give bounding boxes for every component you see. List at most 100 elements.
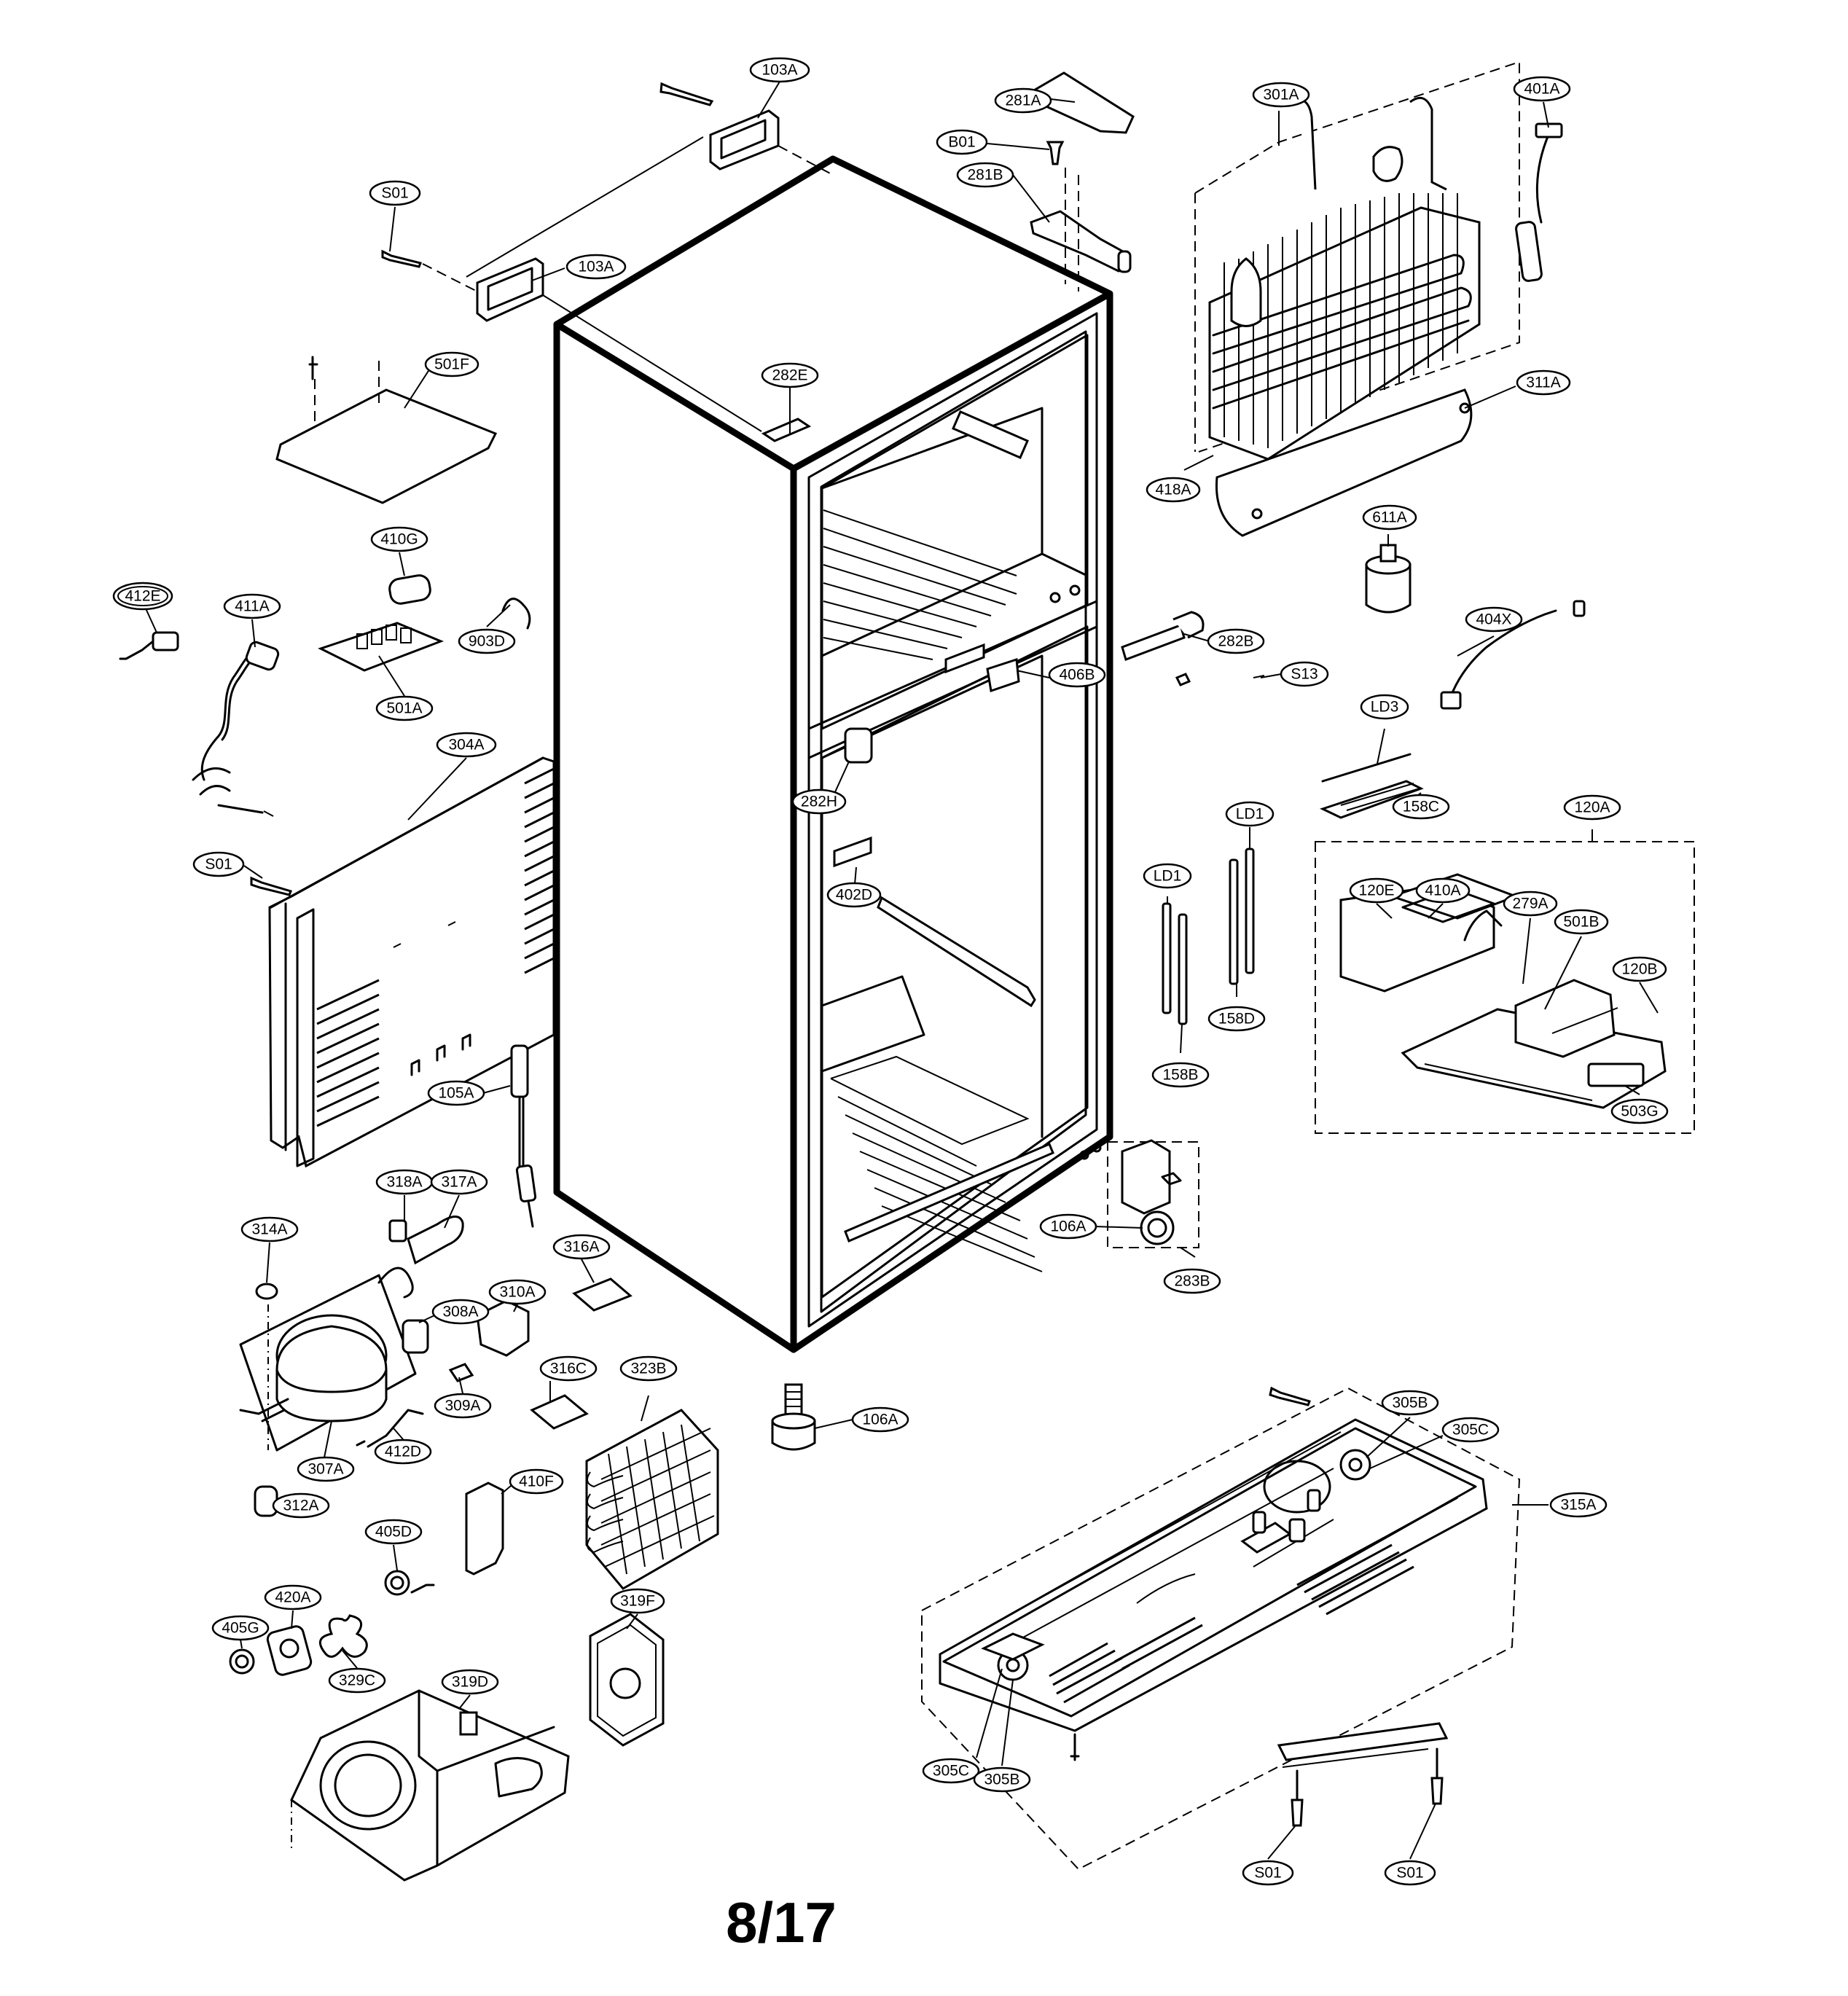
led-strip-158d [1229, 858, 1239, 985]
callout-311a: 311A [1516, 369, 1571, 396]
leveling-foot [771, 1383, 816, 1451]
svg-text:S01: S01 [381, 185, 408, 202]
callout-305b-top: 305B [1381, 1390, 1439, 1416]
callout-304a: 304A [436, 732, 497, 758]
callout-s13: S13 [1280, 661, 1329, 687]
svg-text:410G: 410G [380, 531, 418, 548]
callout-305c-bottom: 305C [922, 1758, 980, 1784]
led-strip-ld1-right [1245, 848, 1255, 974]
callout-158b: 158B [1151, 1062, 1210, 1088]
center-hinge-282b [1121, 611, 1265, 686]
callout-ld3: LD3 [1360, 694, 1409, 720]
svg-text:S13: S13 [1291, 666, 1318, 683]
lower-hinge-283b [1107, 1139, 1199, 1248]
leader-lines [145, 81, 1659, 1860]
screw-b01 [1046, 141, 1065, 165]
svg-text:314A: 314A [251, 1221, 287, 1238]
callout-412d: 412D [374, 1439, 432, 1465]
svg-text:279A: 279A [1512, 896, 1548, 912]
svg-text:410F: 410F [519, 1473, 554, 1490]
pad-316c [530, 1394, 589, 1430]
callout-410a: 410A [1415, 877, 1471, 904]
wire-903d [501, 598, 531, 630]
svg-text:281B: 281B [967, 167, 1003, 184]
harness-410f [465, 1482, 504, 1576]
svg-text:309A: 309A [445, 1398, 480, 1414]
sensor-401a [1535, 133, 1550, 224]
shroud-319d [290, 1689, 570, 1882]
svg-text:305B: 305B [1392, 1395, 1428, 1412]
svg-text:405D: 405D [375, 1524, 412, 1541]
svg-text:305B: 305B [984, 1772, 1019, 1788]
svg-text:308A: 308A [442, 1304, 478, 1320]
power-cord [192, 641, 280, 817]
svg-text:316A: 316A [563, 1239, 599, 1256]
svg-text:305C: 305C [933, 1763, 969, 1780]
callout-308a: 308A [431, 1299, 490, 1325]
switch-box [833, 836, 872, 868]
callout-406b: 406B [1048, 662, 1106, 688]
callout-s01-bottom-right: S01 [1384, 1860, 1436, 1886]
svg-text:323B: 323B [630, 1361, 666, 1377]
svg-text:S01: S01 [205, 856, 232, 873]
svg-text:319D: 319D [452, 1674, 488, 1691]
svg-text:LD3: LD3 [1371, 699, 1399, 716]
led-cover-158c [1319, 780, 1424, 819]
overload-317a [407, 1216, 464, 1265]
connector-412e [152, 631, 179, 651]
svg-text:LD1: LD1 [1236, 806, 1264, 823]
callout-410f: 410F [509, 1468, 564, 1495]
callout-158c: 158C [1392, 794, 1450, 820]
callout-ld1-left: LD1 [1143, 863, 1192, 889]
compressor [239, 1267, 417, 1452]
callout-s01-top: S01 [369, 180, 421, 206]
svg-text:503G: 503G [1621, 1103, 1658, 1120]
callout-283b: 283B [1163, 1268, 1221, 1294]
callout-319f: 319F [610, 1588, 665, 1614]
pad-316a [572, 1277, 633, 1312]
callout-323b: 323B [619, 1355, 678, 1382]
led-strip-158b [1162, 902, 1172, 1014]
svg-text:412D: 412D [385, 1444, 421, 1460]
pcb-cover [275, 388, 498, 504]
callout-103a: 103A [565, 254, 627, 280]
callout-405d: 405D [364, 1519, 423, 1545]
callout-315a: 315A [1549, 1492, 1608, 1518]
svg-text:329C: 329C [339, 1672, 375, 1689]
callout-282e: 282E [761, 362, 819, 388]
callout-410g: 410G [370, 526, 428, 552]
callout-b01: B01 [936, 129, 988, 155]
svg-text:316C: 316C [550, 1361, 587, 1377]
callout-611a: 611A [1362, 504, 1417, 531]
grommet-312a [254, 1485, 278, 1517]
svg-text:103A: 103A [578, 259, 614, 275]
callout-418a: 418A [1146, 477, 1201, 503]
svg-text:501B: 501B [1563, 914, 1599, 931]
callout-329c: 329C [328, 1667, 386, 1694]
rubber-mount-305b-top [1339, 1449, 1371, 1481]
grommet-405g [229, 1648, 255, 1675]
svg-text:282B: 282B [1218, 633, 1253, 650]
svg-text:B01: B01 [948, 134, 975, 151]
page-number: 8/17 [726, 1890, 837, 1954]
callout-402d: 402D [826, 882, 882, 908]
callout-105a: 105A [427, 1080, 485, 1106]
callout-120a: 120A [1563, 794, 1621, 821]
callout-106a-right: 106A [1039, 1213, 1097, 1240]
relay-309a [448, 1363, 474, 1382]
svg-text:283B: 283B [1174, 1273, 1210, 1290]
left-parts-group [119, 356, 1199, 1882]
callout-316c: 316C [539, 1355, 598, 1382]
screw-s01-top [381, 249, 423, 268]
callout-s01-left: S01 [192, 851, 245, 877]
callout-318a: 318A [375, 1169, 434, 1195]
svg-text:611A: 611A [1372, 509, 1407, 526]
condenser-323b [585, 1409, 719, 1590]
refrigerator-cabinet [553, 155, 1113, 1353]
callout-501a: 501A [375, 695, 434, 721]
callout-103a-top: 103A [749, 57, 810, 83]
callout-307a: 307A [297, 1456, 355, 1482]
grommet-314a [255, 1283, 278, 1300]
svg-text:420A: 420A [275, 1589, 310, 1606]
